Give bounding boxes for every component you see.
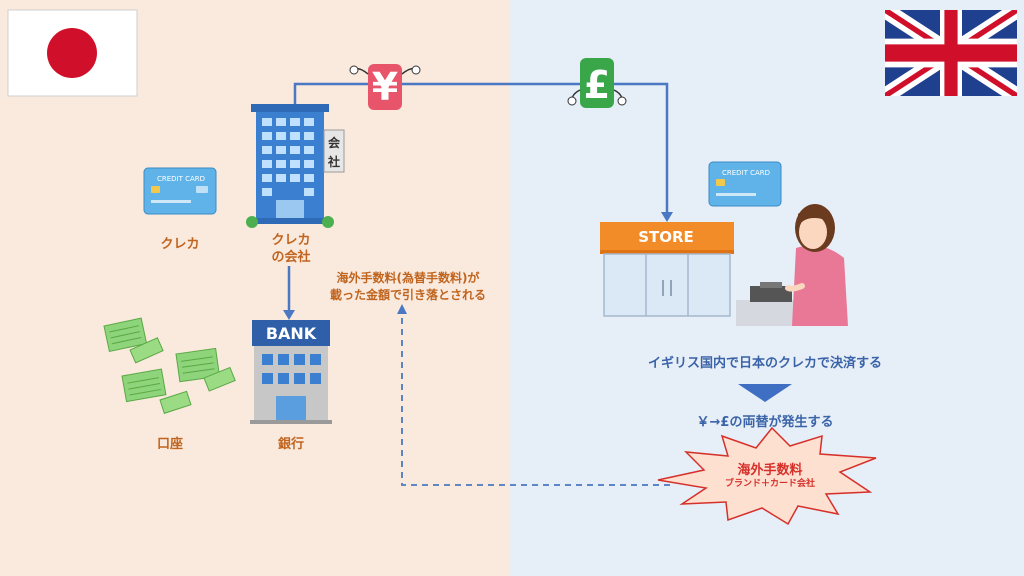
card-company-building-icon: 会 社 — [246, 104, 345, 228]
bank-building-icon: BANK — [250, 320, 332, 424]
pound-character-icon: £ — [567, 58, 627, 108]
building-sign-2: 社 — [327, 154, 340, 169]
credit-card-icon-uk: CREDIT CARD — [708, 161, 782, 207]
credit-card-icon: CREDIT CARD — [143, 167, 217, 215]
bank-arrowhead — [283, 310, 295, 320]
burst-subtitle: ブランド＋カード会社 — [724, 479, 815, 489]
card-text: CREDIT CARD — [157, 175, 205, 183]
building-sign-1: 会 — [328, 135, 341, 150]
cashier-woman-icon — [736, 204, 848, 326]
yen-character-icon: ¥ — [349, 64, 421, 110]
account-label: 口座 — [156, 437, 183, 452]
store-icon: STORE — [600, 222, 734, 317]
payment-route-line — [293, 82, 669, 214]
fee-arrowhead — [397, 304, 407, 314]
company-label-line2: の会社 — [271, 250, 311, 265]
domestic-payment-label: イギリス国内で日本のクレカで決済する — [647, 356, 882, 371]
fee-note-line1: 海外手数料(為替手数料)が — [336, 271, 480, 285]
store-arrowhead — [661, 212, 673, 222]
yen-symbol: ¥ — [372, 65, 398, 109]
store-sign: STORE — [638, 228, 694, 246]
exchange-label: ￥→£の両替が発生する — [696, 415, 834, 430]
fee-dashed-line — [401, 312, 670, 486]
fee-note-line2: 載った金額で引き落とされる — [329, 288, 486, 302]
company-label-line1: クレカ — [271, 233, 311, 248]
bankbook-account-icon — [103, 317, 236, 414]
uk-flag-icon — [885, 10, 1017, 96]
bank-sign: BANK — [266, 324, 317, 343]
fee-burst-shape — [657, 426, 877, 526]
company-label: クレカ の会社 — [260, 232, 322, 266]
japan-flag-icon — [7, 9, 138, 97]
burst-title: 海外手数料 — [737, 463, 803, 478]
fee-note: 海外手数料(為替手数料)が 載った金額で引き落とされる — [308, 270, 508, 304]
bank-label: 銀行 — [277, 437, 304, 452]
card-label: クレカ — [160, 237, 200, 252]
card-text-uk: CREDIT CARD — [722, 169, 770, 177]
down-arrow-icon — [738, 384, 792, 402]
pound-symbol: £ — [584, 63, 610, 107]
